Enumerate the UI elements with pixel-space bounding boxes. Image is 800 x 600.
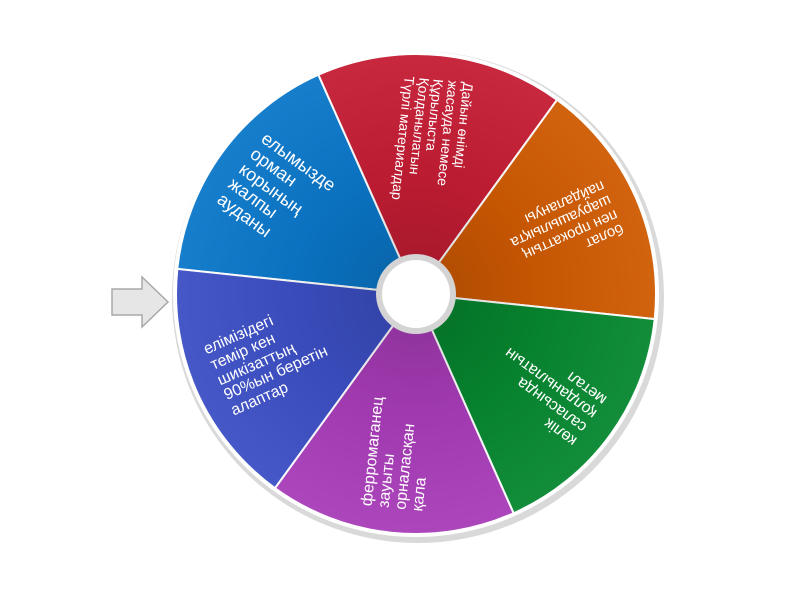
arrow-right-icon [111, 275, 170, 329]
hub-center[interactable] [382, 260, 450, 328]
